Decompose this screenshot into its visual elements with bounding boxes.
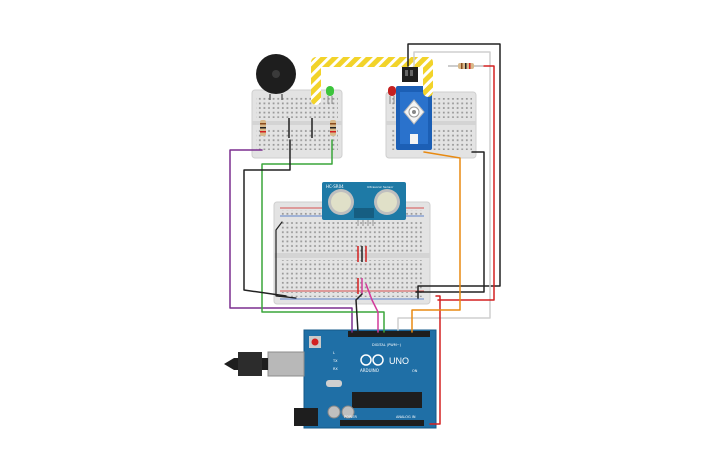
resistor-left-1[interactable] bbox=[260, 120, 266, 136]
sensor-model-label: HC-SR04 bbox=[326, 184, 344, 189]
wire-purple bbox=[229, 149, 353, 333]
power-analog-header bbox=[340, 420, 424, 426]
tx-label: TX bbox=[332, 359, 338, 363]
wire-green bbox=[261, 139, 385, 333]
ultrasonic-sensor[interactable]: HC-SR04 Ultrasonic Sensor bbox=[322, 182, 406, 226]
digital-header bbox=[348, 331, 430, 337]
led-green[interactable] bbox=[326, 86, 334, 104]
rx-label: RX bbox=[333, 367, 338, 371]
wire-black-left bbox=[243, 139, 291, 297]
led-red[interactable] bbox=[388, 86, 396, 104]
analog-label: ANALOG IN bbox=[396, 415, 416, 419]
breadboard-main bbox=[273, 201, 431, 305]
sensor-small-label: Ultrasonic Sensor bbox=[367, 185, 394, 189]
power-jack bbox=[294, 408, 318, 426]
arduino-model-label: UNO bbox=[389, 356, 409, 366]
wire-black-sensor bbox=[355, 293, 363, 333]
wire-black-right bbox=[415, 151, 485, 293]
wire-yellow-top bbox=[311, 57, 433, 105]
wire-red-resistor bbox=[437, 65, 495, 301]
resistor-left-2[interactable] bbox=[330, 120, 336, 136]
breadboard-left bbox=[251, 89, 343, 159]
digital-label: DIGITAL (PWM~) bbox=[372, 343, 402, 347]
wire-black-servo bbox=[407, 43, 501, 299]
usb-port bbox=[267, 351, 305, 377]
piezo-buzzer[interactable] bbox=[256, 54, 296, 100]
wire-black-main bbox=[275, 221, 297, 299]
arduino-logo-icon bbox=[360, 354, 384, 366]
servo-connector bbox=[402, 66, 418, 82]
servo-motor[interactable] bbox=[396, 86, 432, 150]
l-led-label: L bbox=[333, 351, 335, 355]
resistor-top-right[interactable] bbox=[448, 63, 484, 69]
arduino-brand-label: ARDUINO bbox=[360, 368, 379, 373]
wire-pink bbox=[365, 283, 379, 333]
arduino-uno-board[interactable]: UNO ARDUINO DIGITAL (PWM~) POWER ANALOG … bbox=[224, 329, 437, 429]
wire-red-bottom bbox=[429, 295, 441, 425]
atmega-chip bbox=[352, 392, 422, 408]
on-led-label: ON bbox=[412, 369, 418, 373]
power-label: POWER bbox=[344, 415, 358, 419]
wire-white bbox=[397, 51, 491, 331]
wire-orange bbox=[411, 151, 461, 333]
sensor-jumpers bbox=[357, 246, 367, 294]
